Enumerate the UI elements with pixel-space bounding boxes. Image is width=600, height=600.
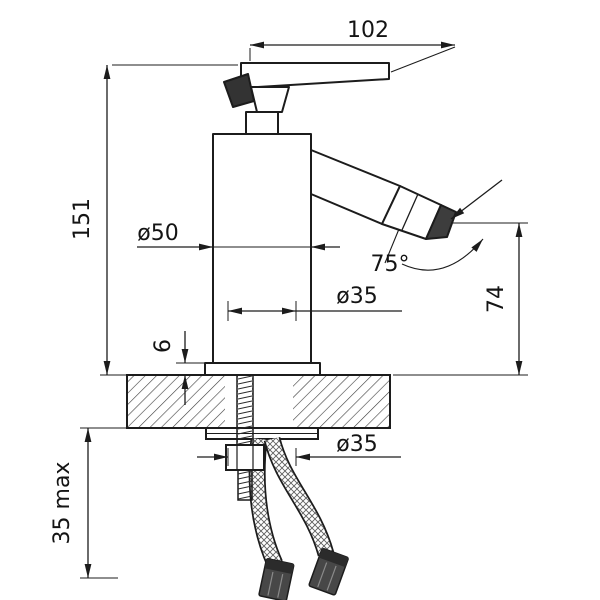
handle-pivot: [250, 86, 290, 113]
threaded-rod-upper: [236, 374, 254, 446]
handle-tip: [223, 73, 255, 108]
dim-label-base-thickness: 6: [151, 339, 176, 353]
dim-label-spout-angle: 75°: [371, 252, 410, 277]
body-column: [212, 133, 312, 364]
dim-label-lever-length: 102: [347, 18, 389, 43]
threaded-rod-lower: [237, 469, 253, 501]
faucet-outline: [204, 62, 457, 376]
handle-lever: [240, 62, 390, 88]
base-flange: [204, 362, 321, 376]
dimension-base-thickness: [176, 331, 206, 405]
dimension-total-height: [100, 64, 238, 376]
dim-label-hole-diameter: ø35: [336, 432, 377, 457]
ext-line: [390, 46, 456, 73]
under-deck-assembly: [205, 374, 349, 600]
dim-label-max-mount-thickness: 35 max: [50, 462, 75, 545]
angle-arc: [401, 238, 484, 271]
deck-hatch-left: [128, 376, 225, 427]
dimension-body-diameter: [227, 301, 402, 321]
dim-label-spout-height: 74: [484, 285, 509, 313]
dimension-spout-angle: [384, 179, 503, 271]
angle-ray: [384, 228, 400, 264]
mounting-deck: [126, 374, 391, 429]
dim-label-total-height: 151: [70, 198, 95, 240]
fixing-nut: [225, 444, 265, 471]
aerator-band-line: [401, 193, 419, 231]
hose-right-braid: [265, 437, 333, 556]
dimension-max-mount-thickness: [80, 427, 127, 579]
dimension-lever-length: [249, 41, 456, 73]
deck-hatch-right: [293, 376, 389, 427]
dimension-lines: [80, 41, 528, 579]
dimension-spout-height: [393, 222, 528, 376]
body-neck: [245, 111, 279, 135]
dim-label-body-diameter: ø35: [336, 284, 377, 309]
leader-line: [450, 179, 503, 220]
dimension-labels: 102 151 ø50 ø35 75° 74 6 ø35 35 max: [50, 18, 509, 544]
hose-fitting-right: [308, 547, 349, 596]
dim-label-base-diameter: ø50: [137, 221, 178, 246]
hose-fitting-left: [258, 558, 295, 600]
hose-right: [263, 436, 335, 557]
dimension-hole-diameter: [197, 448, 401, 466]
